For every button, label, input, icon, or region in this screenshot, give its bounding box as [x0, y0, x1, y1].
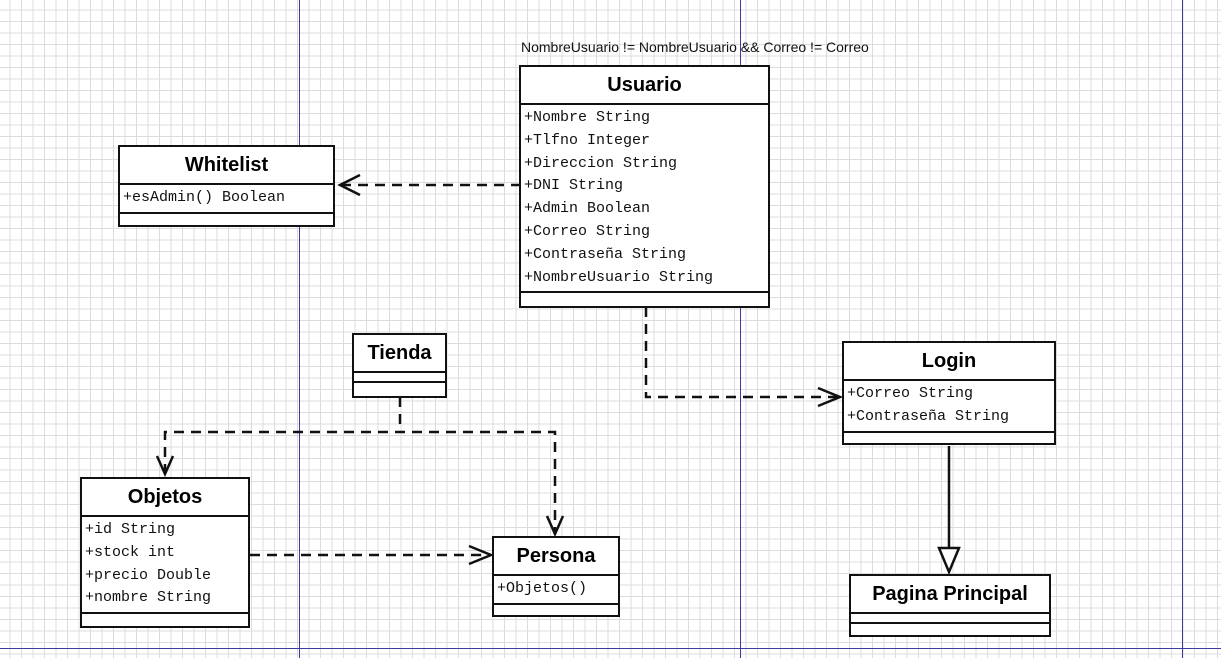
operations-compartment: [494, 605, 618, 613]
attribute: +stock int: [85, 543, 176, 561]
arrowhead-triangle: [937, 546, 961, 576]
class-pagina-principal[interactable]: Pagina Principal: [849, 574, 1051, 637]
attribute-list: +id String +stock int +precio Double +no…: [82, 517, 248, 615]
attribute: +Direccion String: [524, 154, 678, 172]
arrowhead-open: [155, 455, 175, 478]
class-title: Whitelist: [120, 147, 333, 185]
attribute: +NombreUsuario String: [524, 268, 714, 286]
attribute: +Tlfno Integer: [524, 131, 651, 149]
dependency-usuario-login: [644, 307, 840, 399]
arrowhead-open: [468, 544, 495, 566]
class-usuario[interactable]: Usuario +Nombre String +Tlfno Integer +D…: [519, 65, 770, 308]
page-boundary-line: [1182, 0, 1183, 658]
arrowhead-open: [545, 515, 565, 538]
class-title: Tienda: [354, 335, 445, 373]
dependency-tienda-split: [163, 397, 557, 534]
attribute: +Objetos(): [497, 580, 588, 597]
operations-compartment: [851, 624, 1049, 632]
class-persona[interactable]: Persona +Objetos(): [492, 536, 620, 617]
attribute: +DNI String: [524, 177, 624, 195]
attribute: +nombre String: [85, 589, 212, 607]
attribute-list: +esAdmin() Boolean: [120, 185, 333, 214]
attribute-list: +Objetos(): [494, 576, 618, 605]
attribute: +Nombre String: [524, 109, 651, 126]
operations-compartment: [844, 433, 1054, 441]
page-boundary-line: [299, 0, 300, 658]
attribute: +Correo String: [847, 385, 974, 402]
operations-compartment: [521, 293, 768, 301]
page-boundary-line: [740, 0, 741, 658]
arrowhead-open: [337, 173, 361, 197]
attribute-list: +Correo String +Contraseña String: [844, 381, 1054, 433]
class-title: Pagina Principal: [851, 576, 1049, 614]
class-whitelist[interactable]: Whitelist +esAdmin() Boolean: [118, 145, 335, 227]
attribute: +Correo String: [524, 222, 651, 240]
class-tienda[interactable]: Tienda: [352, 333, 447, 398]
class-title: Login: [844, 343, 1054, 381]
attribute-list: +Nombre String +Tlfno Integer +Direccion…: [521, 105, 768, 294]
arrowhead-open: [817, 386, 844, 408]
operations-compartment: [354, 383, 445, 391]
attributes-compartment: [851, 614, 1049, 624]
operations-compartment: [82, 614, 248, 622]
attributes-compartment: [354, 373, 445, 383]
attribute: +esAdmin() Boolean: [123, 189, 286, 206]
attribute: +precio Double: [85, 566, 212, 584]
class-title: Objetos: [82, 479, 248, 517]
class-login[interactable]: Login +Correo String +Contraseña String: [842, 341, 1056, 445]
operations-compartment: [120, 214, 333, 222]
attribute: +id String: [85, 521, 176, 538]
page-boundary-line: [0, 648, 1221, 649]
class-objetos[interactable]: Objetos +id String +stock int +precio Do…: [80, 477, 250, 628]
attribute: +Contraseña String: [847, 407, 1010, 425]
attribute: +Admin Boolean: [524, 200, 651, 218]
constraint-note: NombreUsuario != NombreUsuario && Correo…: [521, 39, 869, 55]
attribute: +Contraseña String: [524, 245, 687, 263]
class-title: Usuario: [521, 67, 768, 105]
class-title: Persona: [494, 538, 618, 576]
